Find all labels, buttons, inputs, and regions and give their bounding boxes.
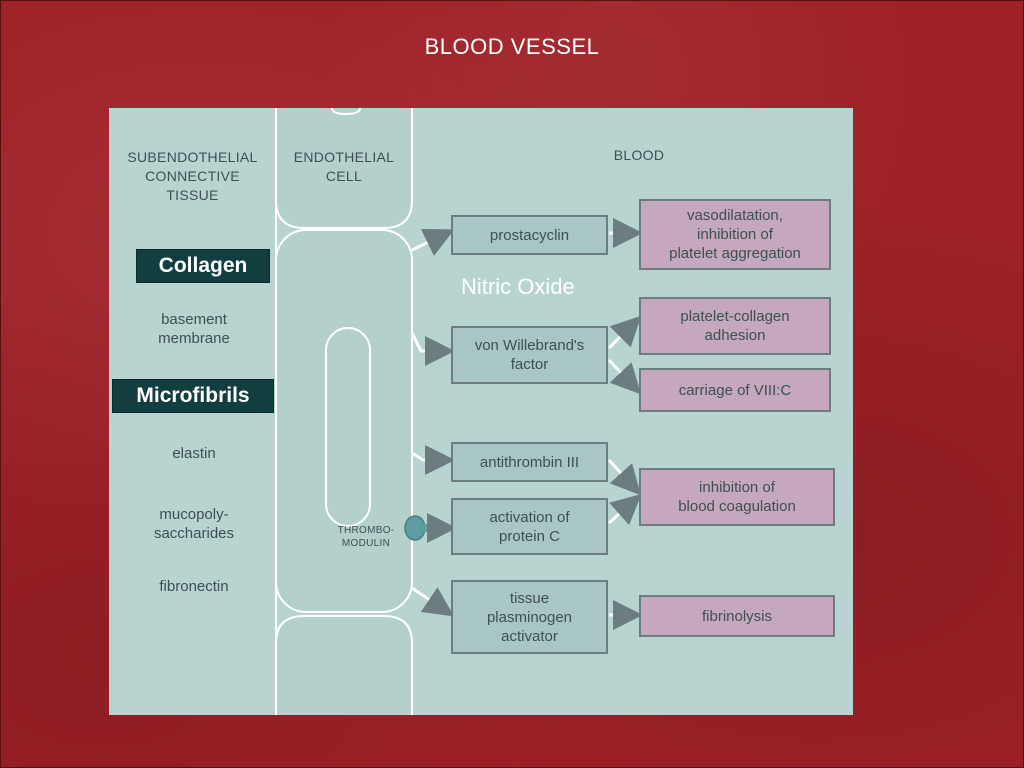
microfibrils-badge: Microfibrils	[112, 379, 274, 413]
arrow-to-vwf	[410, 332, 455, 366]
antithrombin-box: antithrombin III	[451, 442, 608, 482]
arrow-to-antithrombin	[411, 445, 455, 475]
header-endothelial: ENDOTHELIAL CELL	[293, 149, 395, 184]
header-subendothelial: SUBENDOTHELIAL CONNECTIVE TISSUE	[127, 149, 258, 203]
header-blood: BLOOD	[613, 147, 665, 163]
arrow-antithrombin-coag	[607, 458, 642, 496]
fibronectin-label: fibronectin	[159, 578, 229, 595]
prostacyclin-box: prostacyclin	[451, 215, 608, 255]
endothelial-cell-top-notch	[331, 108, 361, 116]
arrow-vwf-adhesion	[607, 315, 642, 350]
coagulation-box: inhibition of blood coagulation	[639, 468, 835, 526]
basement-membrane-label: basement membrane	[158, 311, 230, 347]
collagen-badge: Collagen	[136, 249, 270, 283]
diagram-panel: SUBENDOTHELIAL CONNECTIVE TISSUE ENDOTHE…	[109, 108, 853, 715]
arrow-vwf-carriage	[607, 358, 642, 395]
carriage-box: carriage of VIII:C	[639, 368, 831, 412]
arrow-to-prostacyclin	[411, 229, 455, 256]
fibrinolysis-box: fibrinolysis	[639, 595, 835, 637]
von-willebrand-box: von Willebrand's factor	[451, 326, 608, 384]
thrombomodulin-label: THROMBO- MODULIN	[337, 525, 395, 549]
arrow-proteinc-coag	[608, 494, 642, 526]
tpa-box: tissue plasminogen activator	[451, 580, 608, 654]
arrow-to-tpa	[411, 586, 454, 617]
endothelial-cell-bottom	[275, 615, 413, 715]
protein-c-box: activation of protein C	[451, 498, 608, 555]
nitric-oxide-overlay: Nitric Oxide	[461, 274, 575, 299]
platelet-collagen-box: platelet-collagen adhesion	[639, 297, 831, 355]
nucleus	[325, 327, 371, 527]
endothelial-cell-top	[275, 108, 413, 229]
slide-title: BLOOD VESSEL	[424, 34, 600, 59]
diagram-shapes	[275, 108, 643, 715]
mucopolysaccharides-label: mucopoly- saccharides	[153, 506, 235, 542]
elastin-label: elastin	[172, 445, 216, 462]
vasodilatation-box: vasodilatation, inhibition of platelet a…	[639, 199, 831, 270]
